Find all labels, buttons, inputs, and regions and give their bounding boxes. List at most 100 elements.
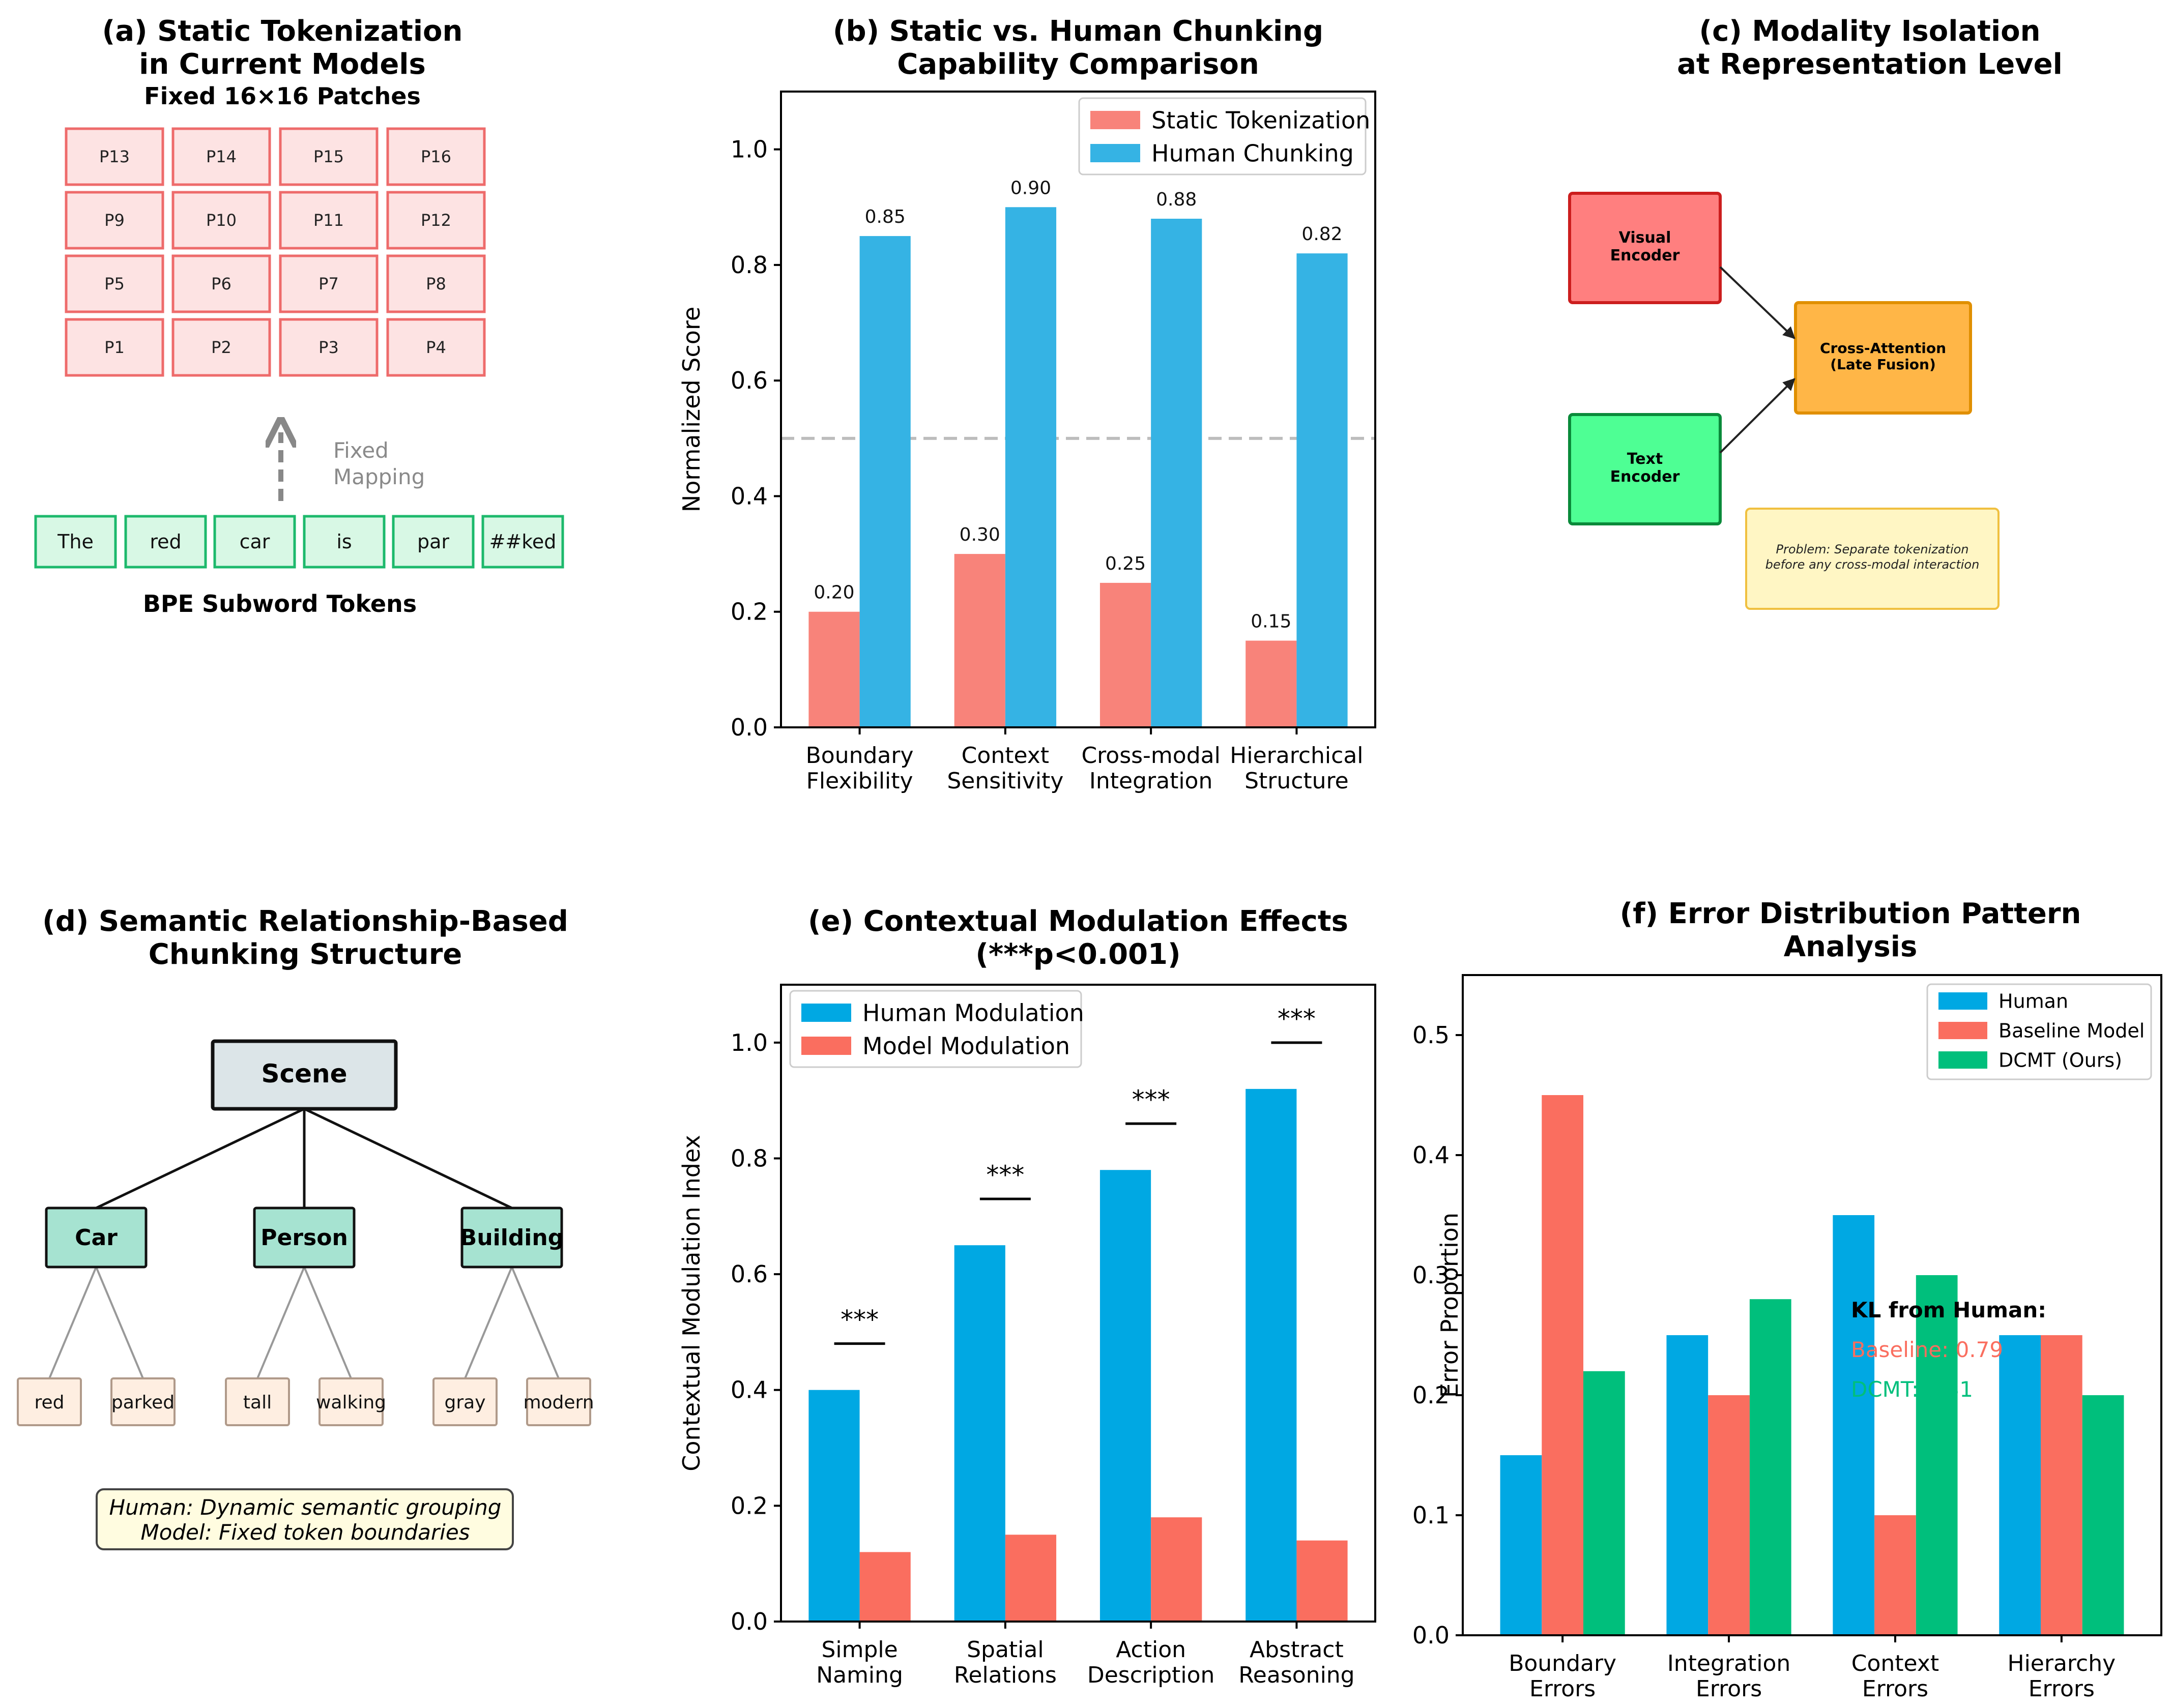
patch-label: P1: [104, 338, 125, 357]
panel-a-title-line1: (a) Static Tokenization: [102, 15, 463, 48]
chunk-node-label: Building: [460, 1225, 564, 1251]
y-tick-label: 1.0: [731, 136, 768, 163]
panel-d-note-line2: Model: Fixed token boundaries: [140, 1520, 470, 1545]
y-tick-label: 1.0: [731, 1029, 768, 1056]
y-axis-label: Error Proportion: [1436, 1213, 1463, 1398]
bar: [1099, 582, 1151, 727]
text-encoder-box: [1568, 413, 1722, 525]
x-tick-label: Integration: [1089, 768, 1212, 794]
kl-dcmt: DCMT: 0.31: [1851, 1377, 1973, 1402]
root-node-label: Scene: [261, 1059, 347, 1088]
panel-c: (c) Modality Isolation at Representation…: [1568, 15, 2063, 610]
leaf-node-box: [526, 1377, 591, 1426]
chart-title: (f) Error Distribution Pattern: [1620, 897, 2081, 930]
chunk-node-box: [45, 1206, 148, 1269]
patch-cell: [279, 318, 379, 377]
leaf-node-box: [318, 1377, 384, 1426]
x-tick-label: Sensitivity: [947, 768, 1063, 794]
bar: [954, 1245, 1005, 1622]
panel-d-note-line1: Human: Dynamic semantic grouping: [109, 1495, 502, 1520]
patch-label: P2: [211, 338, 231, 357]
x-tick-label: Cross-modal: [1081, 743, 1220, 769]
y-tick-label: 0.6: [731, 1260, 768, 1288]
x-tick-label: Simple: [821, 1637, 897, 1663]
leaf-node-box: [110, 1377, 176, 1426]
legend-label: Model Modulation: [862, 1033, 1070, 1060]
patch-label: P14: [206, 147, 237, 166]
x-tick-label: Boundary: [806, 743, 914, 769]
text-to-fusion-arrow: [1719, 378, 1795, 454]
significance-label: ***: [1278, 1004, 1316, 1034]
leaf-edge: [256, 1267, 305, 1379]
y-tick-label: 0.5: [1412, 1021, 1450, 1049]
tokens-label: BPE Subword Tokens: [143, 590, 417, 617]
panel-a: (a) Static Tokenization in Current Model…: [34, 15, 564, 617]
patch-label: P15: [313, 147, 344, 166]
x-tick-label: Hierarchical: [1230, 743, 1363, 769]
patch-cell: [386, 127, 486, 186]
significance-label: ***: [1132, 1085, 1170, 1114]
patch-cell: [386, 191, 486, 250]
x-tick-label: Relations: [954, 1662, 1057, 1688]
patch-label: P10: [206, 211, 237, 230]
bar: [1749, 1299, 1791, 1635]
token-box: [481, 515, 564, 569]
leaf-edge: [303, 1267, 352, 1379]
cross-attention-label-line2: (Late Fusion): [1830, 356, 1936, 373]
patch-label: P11: [313, 211, 344, 230]
bar: [1005, 1535, 1057, 1622]
legend-swatch: [1938, 992, 1987, 1010]
bar-value-label: 0.82: [1301, 224, 1342, 245]
panel-d-title-line1: (d) Semantic Relationship-Based: [42, 905, 568, 938]
token-label: par: [417, 531, 449, 553]
plot-frame: [780, 91, 1376, 728]
x-tick-label: Reasoning: [1238, 1662, 1354, 1688]
bar: [1874, 1515, 1916, 1635]
leaf-node-box: [17, 1377, 82, 1426]
x-tick-label: Boundary: [1509, 1651, 1616, 1676]
patch-cell: [279, 254, 379, 313]
panel-d-title-line2: Chunking Structure: [149, 938, 462, 971]
bar: [2082, 1395, 2124, 1635]
bar: [1666, 1335, 1708, 1635]
x-tick-label: Hierarchy: [2008, 1651, 2116, 1676]
legend-swatch: [1090, 144, 1140, 162]
leaf-node-label: tall: [243, 1392, 272, 1413]
patch-label: P4: [426, 338, 446, 357]
legend-box: [1078, 97, 1367, 175]
visual-encoder-box: [1568, 192, 1722, 304]
legend-label: Human: [1999, 990, 2068, 1013]
plot-frame: [1462, 974, 2162, 1636]
panel-b-chart: (b) Static vs. Human ChunkingCapability …: [678, 15, 1376, 794]
bar: [954, 554, 1005, 727]
patch-label: P13: [99, 147, 130, 166]
chart-title: Capability Comparison: [897, 48, 1259, 81]
token-label: ##ked: [489, 531, 557, 553]
chunk-node-label: Car: [75, 1225, 118, 1251]
visual-encoder-label-line2: Encoder: [1610, 247, 1680, 264]
token-box: [213, 515, 296, 569]
bar-value-label: 0.30: [960, 524, 1000, 545]
bar: [1542, 1095, 1584, 1635]
leaf-node-label: modern: [523, 1392, 594, 1413]
chart-title: (e) Contextual Modulation Effects: [808, 905, 1348, 938]
bar-value-label: 0.15: [1251, 611, 1291, 632]
x-tick-label: Errors: [1529, 1676, 1596, 1702]
chart-title: (***p<0.001): [975, 938, 1180, 971]
leaf-node-label: gray: [444, 1392, 485, 1413]
patch-cell: [279, 191, 379, 250]
leaf-node-box: [225, 1377, 290, 1426]
bar: [1005, 207, 1057, 728]
y-tick-label: 0.2: [731, 598, 768, 626]
bar: [808, 611, 860, 727]
problem-note-line2: before any cross-modal interaction: [1765, 557, 1980, 572]
bar-value-label: 0.20: [814, 582, 854, 603]
panel-e-chart: (e) Contextual Modulation Effects(***p<0…: [678, 905, 1376, 1688]
bar-value-label: 0.85: [865, 207, 906, 227]
bar-value-label: 0.25: [1105, 553, 1146, 574]
x-tick-label: Context: [1851, 1651, 1939, 1676]
cross-attention-label-line1: Cross-Attention: [1820, 340, 1946, 357]
